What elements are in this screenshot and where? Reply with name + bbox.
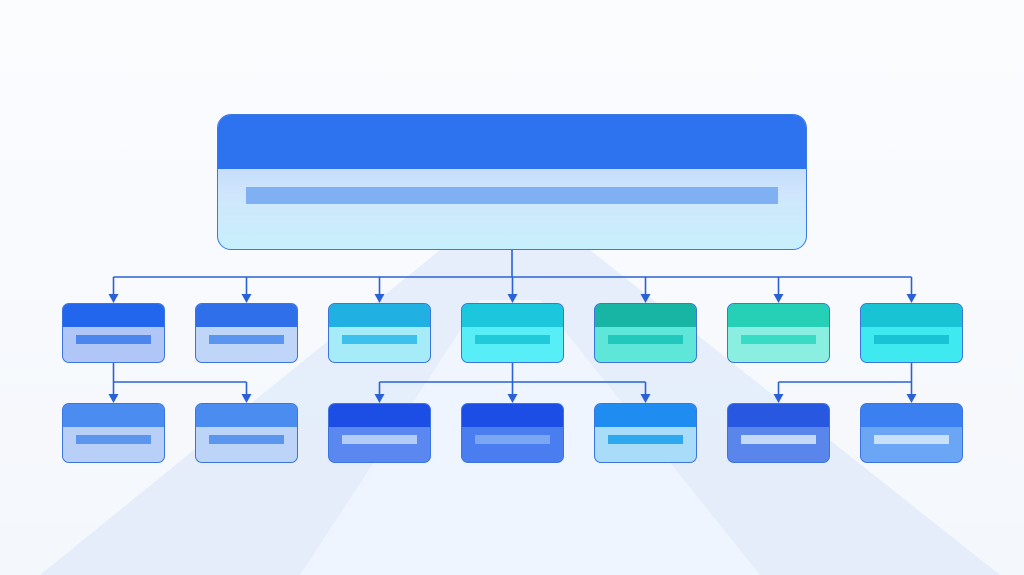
node-header [728, 404, 829, 427]
node-level2-2[interactable] [195, 403, 298, 463]
node-header [861, 304, 962, 327]
node-level1-7[interactable] [860, 303, 963, 363]
node-text-placeholder [209, 435, 284, 444]
node-text-placeholder [342, 435, 417, 444]
node-header [329, 404, 430, 427]
arrow-head-icon [374, 294, 385, 303]
node-text-placeholder [608, 335, 683, 344]
arrow-head-icon [640, 294, 651, 303]
node-header [595, 304, 696, 327]
arrow-head-icon [773, 394, 784, 403]
arrow-head-icon [241, 394, 252, 403]
node-level2-5[interactable] [594, 403, 697, 463]
node-level1-2[interactable] [195, 303, 298, 363]
node-header [728, 304, 829, 327]
node-level1-5[interactable] [594, 303, 697, 363]
node-text-placeholder [475, 335, 550, 344]
node-header [329, 304, 430, 327]
arrow-head-icon [108, 394, 119, 403]
root-node-header [218, 115, 806, 169]
node-level2-3[interactable] [328, 403, 431, 463]
node-text-placeholder [342, 335, 417, 344]
node-text-placeholder [874, 435, 949, 444]
arrow-head-icon [507, 294, 518, 303]
node-header [196, 404, 297, 427]
node-header [63, 304, 164, 327]
node-level1-3[interactable] [328, 303, 431, 363]
root-node-text-placeholder [246, 187, 778, 204]
node-header [462, 304, 563, 327]
root-node[interactable] [217, 114, 807, 250]
node-text-placeholder [209, 335, 284, 344]
node-header [462, 404, 563, 427]
node-text-placeholder [741, 435, 816, 444]
node-header [595, 404, 696, 427]
node-level2-1[interactable] [62, 403, 165, 463]
arrow-head-icon [906, 394, 917, 403]
node-header [196, 304, 297, 327]
node-text-placeholder [76, 435, 151, 444]
node-text-placeholder [76, 335, 151, 344]
arrow-head-icon [108, 294, 119, 303]
node-level1-1[interactable] [62, 303, 165, 363]
node-header [63, 404, 164, 427]
node-level1-4[interactable] [461, 303, 564, 363]
arrow-head-icon [241, 294, 252, 303]
arrow-head-icon [906, 294, 917, 303]
node-level2-4[interactable] [461, 403, 564, 463]
node-text-placeholder [608, 435, 683, 444]
node-text-placeholder [874, 335, 949, 344]
arrow-head-icon [507, 394, 518, 403]
node-level2-6[interactable] [727, 403, 830, 463]
node-header [861, 404, 962, 427]
node-level2-7[interactable] [860, 403, 963, 463]
arrow-head-icon [640, 394, 651, 403]
arrow-head-icon [773, 294, 784, 303]
arrow-head-icon [374, 394, 385, 403]
node-level1-6[interactable] [727, 303, 830, 363]
node-text-placeholder [741, 335, 816, 344]
node-text-placeholder [475, 435, 550, 444]
